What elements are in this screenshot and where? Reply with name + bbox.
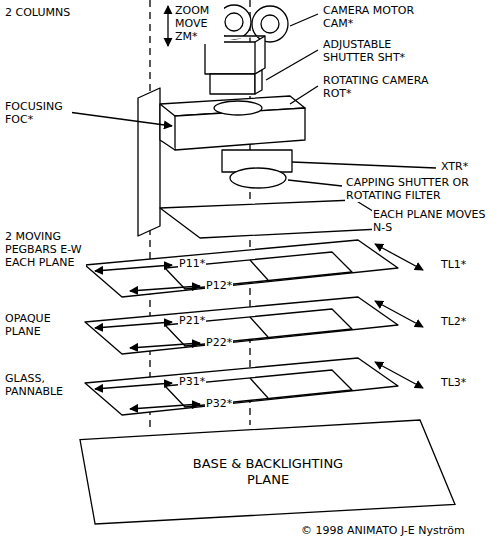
plane-label: GLASS, PANNABLE bbox=[4, 372, 82, 398]
pegbar-label: 2 MOVING PEGBARS E-W EACH PLANE bbox=[4, 230, 86, 270]
plane-move-label: EACH PLANE MOVES N-S bbox=[372, 208, 494, 234]
motor-label: CAMERA MOTOR CAM* bbox=[322, 4, 436, 30]
zoom-label: ZOOM MOVE ZM* bbox=[174, 4, 224, 44]
plane-outline bbox=[80, 420, 455, 524]
plane bbox=[85, 297, 423, 354]
callout-code: P32* bbox=[205, 397, 233, 410]
adjustable-shutter bbox=[210, 70, 262, 94]
callout-code: P12* bbox=[205, 279, 233, 292]
plane-label: BASE & BACKLIGHTING PLANE bbox=[171, 456, 365, 489]
callout-code: P21* bbox=[178, 314, 206, 327]
zoom-arrow bbox=[167, 6, 168, 46]
filter-label: CAPPING SHUTTER OR ROTATING FILTER bbox=[345, 176, 492, 202]
camera-platform bbox=[160, 200, 400, 238]
plane-label: OPAQUE PLANE bbox=[4, 312, 78, 338]
column-plate bbox=[138, 88, 160, 236]
callout-code: TL1* bbox=[440, 258, 467, 271]
focus-label: FOCUSING FOC* bbox=[4, 100, 72, 126]
callout-code: TL2* bbox=[440, 315, 467, 328]
base-plane: BASE & BACKLIGHTING PLANE bbox=[78, 418, 458, 526]
leader-lines bbox=[68, 14, 436, 186]
callout-code: XTR* bbox=[440, 160, 469, 173]
callout-code: P11* bbox=[178, 257, 206, 270]
column-label: 2 COLUMNS bbox=[4, 6, 71, 19]
shutter-label: ADJUSTABLE SHUTTER SHT* bbox=[322, 38, 436, 64]
plane bbox=[85, 240, 423, 297]
callout-code: TL3* bbox=[440, 376, 467, 389]
callout-code: P22* bbox=[205, 336, 233, 349]
callout-code: P31* bbox=[178, 375, 206, 388]
camera-carriage bbox=[160, 96, 305, 188]
camera-label: ROTATING CAMERA ROT* bbox=[322, 74, 436, 100]
copyright-note: © 1998 ANIMATO J-E Nyström bbox=[300, 524, 466, 537]
plane bbox=[85, 358, 423, 415]
